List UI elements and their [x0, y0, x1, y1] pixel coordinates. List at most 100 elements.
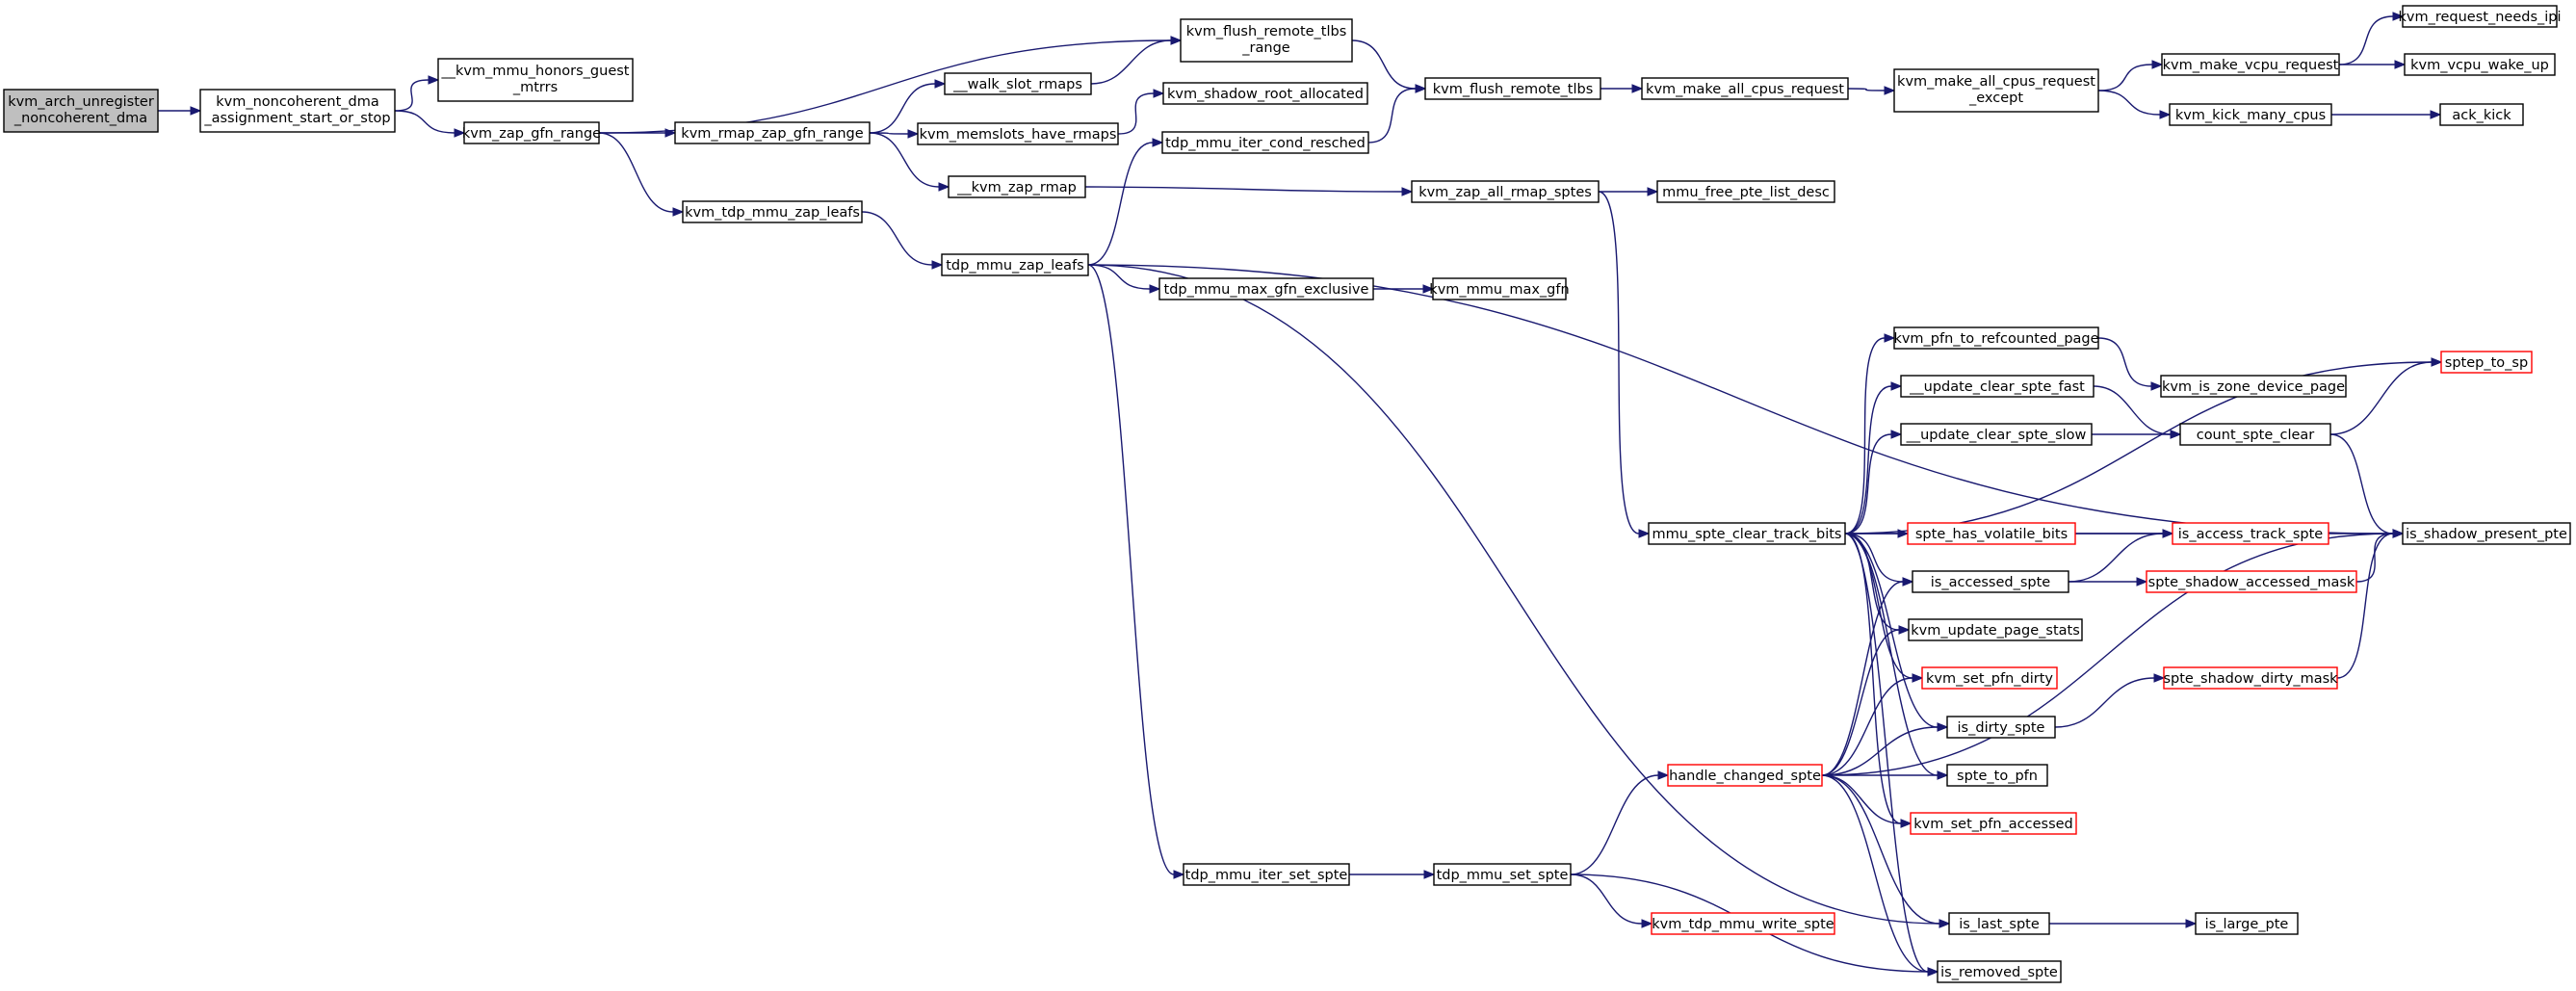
- node-rmapzap[interactable]: kvm_rmap_zap_gfn_range: [674, 121, 871, 144]
- edge-line: [1844, 337, 1886, 535]
- node-box: [2161, 53, 2340, 76]
- node-mmuclear[interactable]: mmu_spte_clear_track_bits: [1648, 522, 1846, 545]
- edge-arrowhead: [1638, 529, 1651, 538]
- node-kickmany[interactable]: kvm_kick_many_cpus: [2169, 103, 2332, 126]
- edge-setspte-to-writespte: [1570, 874, 1653, 928]
- node-walkslot[interactable]: __walk_slot_rmaps: [944, 72, 1092, 95]
- node-label-line: spte_shadow_accessed_mask: [2148, 575, 2355, 590]
- node-box: [1433, 863, 1572, 886]
- node-islast[interactable]: is_last_spte: [1948, 912, 2050, 935]
- edge-line: [2336, 533, 2394, 679]
- node-isaccessed[interactable]: is_accessed_spte: [1912, 570, 2069, 593]
- edge-tdpzap-to-itersetspte: [1087, 264, 1185, 879]
- node-isshadowpresent[interactable]: is_shadow_present_pte: [2402, 522, 2571, 545]
- node-shadowdirtymask[interactable]: spte_shadow_dirty_mask: [2163, 666, 2338, 690]
- node-zapall[interactable]: kvm_zap_all_rmap_sptes: [1411, 180, 1600, 203]
- node-reqipi[interactable]: kvm_request_needs_ipi: [2398, 5, 2562, 28]
- node-label-line: kvm_mmu_max_gfn: [1429, 282, 1569, 298]
- node-handle[interactable]: handle_changed_spte: [1667, 764, 1823, 787]
- node-flushrange[interactable]: kvm_flush_remote_tlbs_range: [1180, 18, 1353, 63]
- edge-arrowhead: [2392, 12, 2405, 21]
- node-updfast[interactable]: __update_clear_spte_fast: [1900, 375, 2095, 398]
- edge-arrowhead: [931, 260, 944, 270]
- node-kvmzaprmap[interactable]: __kvm_zap_rmap: [948, 175, 1086, 198]
- node-isremoved[interactable]: is_removed_spte: [1937, 960, 2062, 983]
- node-zonedev[interactable]: kvm_is_zone_device_page: [2160, 375, 2347, 398]
- node-tdpzapleafs[interactable]: kvm_tdp_mmu_zap_leafs: [682, 200, 863, 223]
- node-label-line: tdp_mmu_iter_cond_resched: [1165, 136, 1366, 151]
- node-islarge[interactable]: is_large_pte: [2195, 912, 2299, 935]
- edge-line: [1598, 191, 1640, 535]
- edge-arrowhead: [2159, 110, 2172, 119]
- node-label-line: is_last_spte: [1959, 917, 2040, 932]
- node-maxgfn[interactable]: kvm_mmu_max_gfn: [1429, 277, 1570, 300]
- node-makevcpu[interactable]: kvm_make_vcpu_request: [2161, 53, 2340, 76]
- node-maxgfnex[interactable]: tdp_mmu_max_gfn_exclusive: [1158, 277, 1374, 300]
- node-setpfnacc[interactable]: kvm_set_pfn_accessed: [1910, 812, 2077, 835]
- edge-line: [2097, 90, 2161, 116]
- edge-handle-to-isaccessed: [1821, 577, 1914, 776]
- node-zapgfn[interactable]: kvm_zap_gfn_range: [462, 121, 601, 144]
- node-vcpuwake[interactable]: kvm_vcpu_wake_up: [2404, 53, 2556, 76]
- edge-line: [2068, 533, 2164, 583]
- edge-nonco-to-honors: [394, 75, 440, 112]
- node-label-line: kvm_memslots_have_rmaps: [920, 127, 1117, 143]
- edge-nonco-to-zapgfn: [394, 110, 466, 138]
- node-spteptosp[interactable]: sptep_to_sp: [2440, 351, 2533, 374]
- node-writespte[interactable]: kvm_tdp_mmu_write_spte: [1651, 912, 1835, 935]
- node-shadowaccmask[interactable]: spte_shadow_accessed_mask: [2146, 570, 2357, 593]
- edge-arrowhead: [2162, 529, 2174, 538]
- node-memslots[interactable]: kvm_memslots_have_rmaps: [917, 122, 1119, 145]
- node-volatile[interactable]: spte_has_volatile_bits: [1907, 522, 2076, 545]
- node-box: [1912, 570, 2069, 593]
- node-arch[interactable]: kvm_arch_unregister_noncoherent_dma: [3, 89, 159, 133]
- node-shadowroot[interactable]: kvm_shadow_root_allocated: [1162, 82, 1368, 105]
- edge-makeall-to-makeallex: [1847, 86, 1896, 95]
- node-sptetopfn[interactable]: spte_to_pfn: [1946, 764, 2048, 787]
- edge-line: [1367, 88, 1417, 143]
- edge-mmuclear-to-pfnref: [1844, 333, 1896, 535]
- node-iterresched[interactable]: tdp_mmu_iter_cond_resched: [1161, 131, 1369, 154]
- node-flushtlbs[interactable]: kvm_flush_remote_tlbs: [1424, 77, 1601, 100]
- edge-line: [1844, 385, 1892, 535]
- node-tdpzap[interactable]: tdp_mmu_zap_leafs: [941, 253, 1089, 276]
- edge-line: [1844, 533, 1939, 728]
- node-box: [1948, 912, 2050, 935]
- edge-arrowhead: [1939, 919, 1951, 928]
- edge-flushtlbs-to-makeall: [1600, 84, 1644, 93]
- edge-rmapzap-to-walkslot: [869, 79, 947, 134]
- node-isdirty[interactable]: is_dirty_spte: [1946, 716, 2056, 739]
- edge-handle-to-setpfndirty: [1821, 673, 1924, 776]
- node-setpfndirty[interactable]: kvm_set_pfn_dirty: [1921, 666, 2058, 690]
- node-label-line: __kvm_mmu_honors_guest: [441, 64, 630, 79]
- node-box: [2402, 522, 2571, 545]
- node-honors[interactable]: __kvm_mmu_honors_guest_mtrrs: [437, 58, 634, 102]
- node-itersetspte[interactable]: tdp_mmu_iter_set_spte: [1183, 863, 1350, 886]
- node-makeallex[interactable]: kvm_make_all_cpus_request_except: [1893, 68, 2099, 113]
- node-box: [1651, 912, 1835, 935]
- edge-arrowhead: [1173, 870, 1185, 879]
- edge-handle-to-isdirty: [1821, 722, 1949, 776]
- node-updslow[interactable]: __update_clear_spte_slow: [1900, 423, 2093, 446]
- edge-arrowhead: [190, 106, 202, 116]
- node-nonco[interactable]: kvm_noncoherent_dma_assignment_start_or_…: [199, 89, 396, 133]
- node-isaccesstrack[interactable]: is_access_track_spte: [2172, 522, 2329, 545]
- edge-mmuclear-to-setpfndirty: [1844, 533, 1924, 683]
- node-countclear[interactable]: count_spte_clear: [2179, 423, 2331, 446]
- edge-walkslot-to-flushrange: [1090, 36, 1183, 85]
- edge-line: [2329, 433, 2394, 535]
- node-setspte[interactable]: tdp_mmu_set_spte: [1433, 863, 1572, 886]
- node-pfnref[interactable]: kvm_pfn_to_refcounted_page: [1893, 326, 2099, 350]
- edge-arch-to-nonco: [157, 106, 202, 116]
- edge-line: [1087, 264, 1151, 290]
- edge-rmapzap-to-memslots: [869, 129, 920, 139]
- edge-zapgfn-to-rmapzap: [599, 128, 677, 138]
- edge-line: [1117, 92, 1155, 135]
- node-updstats[interactable]: kvm_update_page_stats: [1908, 618, 2083, 641]
- node-mmufree[interactable]: mmu_free_pte_list_desc: [1656, 180, 1835, 203]
- edge-line: [861, 211, 933, 266]
- edge-line: [1087, 264, 1175, 875]
- node-makeall[interactable]: kvm_make_all_cpus_request: [1641, 77, 1849, 100]
- edge-pfnref-to-zonedev: [2097, 337, 2163, 391]
- node-ackkick[interactable]: ack_kick: [2439, 103, 2524, 126]
